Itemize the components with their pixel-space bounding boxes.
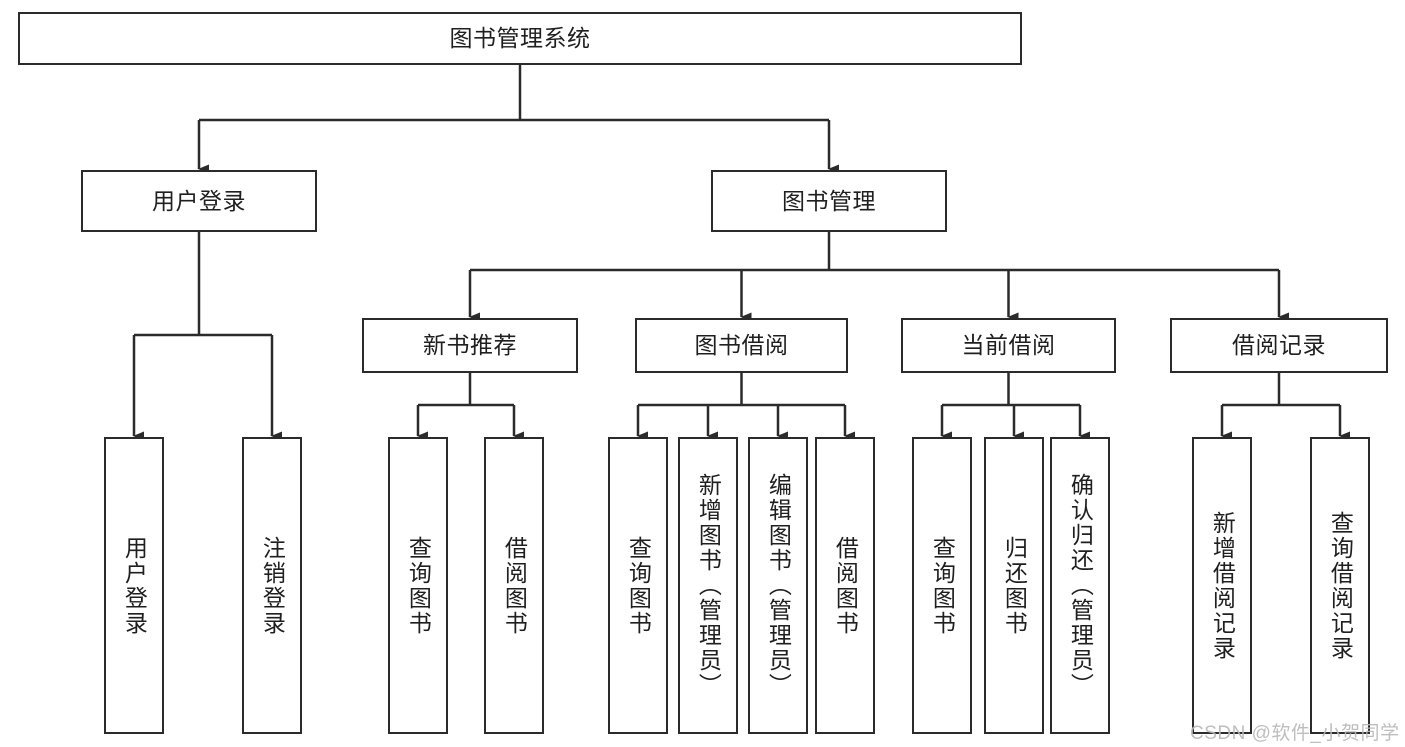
- node-label: 当前借阅: [961, 332, 1056, 359]
- node-l-cur-1[interactable]: 查询图书: [912, 437, 972, 734]
- node-label: 用户登录: [121, 535, 148, 636]
- node-l-bor-4[interactable]: 借阅图书: [815, 437, 875, 734]
- node-l-new-2[interactable]: 借阅图书: [484, 437, 544, 734]
- node-label: 借阅记录: [1232, 332, 1326, 359]
- node-label: 新增借阅记录: [1209, 510, 1236, 661]
- csdn-watermark: CSDN @软件_小贺同学: [1190, 723, 1400, 744]
- node-l-bor-3[interactable]: 编辑图书（管理员）: [748, 437, 808, 734]
- node-l-rec-1[interactable]: 新增借阅记录: [1192, 437, 1252, 734]
- node-label: 借阅图书: [501, 535, 528, 636]
- node-borrow[interactable]: 图书借阅: [635, 318, 848, 373]
- node-l-new-1[interactable]: 查询图书: [388, 437, 448, 734]
- node-label: 图书管理: [782, 187, 876, 214]
- node-l-cur-2[interactable]: 归还图书: [984, 437, 1044, 734]
- node-label: 确认归还（管理员）: [1067, 473, 1094, 698]
- node-bookmgmt[interactable]: 图书管理: [711, 170, 947, 232]
- node-label: 新书推荐: [423, 332, 517, 359]
- node-label: 用户登录: [152, 187, 246, 214]
- node-root[interactable]: 图书管理系统: [18, 12, 1022, 65]
- node-label: 新增图书（管理员）: [695, 473, 722, 698]
- node-label: 查询图书: [929, 535, 956, 636]
- node-label: 查询图书: [625, 535, 652, 636]
- node-newbook[interactable]: 新书推荐: [362, 318, 578, 373]
- node-l-cur-3[interactable]: 确认归还（管理员）: [1050, 437, 1110, 734]
- node-label: 图书管理系统: [449, 25, 591, 52]
- node-records[interactable]: 借阅记录: [1170, 318, 1388, 373]
- node-label: 借阅图书: [832, 535, 859, 636]
- node-l-login-2[interactable]: 注销登录: [242, 437, 302, 734]
- node-l-bor-1[interactable]: 查询图书: [608, 437, 668, 734]
- node-label: 图书借阅: [694, 332, 789, 359]
- node-current[interactable]: 当前借阅: [901, 318, 1116, 373]
- node-label: 编辑图书（管理员）: [765, 473, 792, 698]
- node-label: 注销登录: [259, 535, 286, 636]
- node-l-login-1[interactable]: 用户登录: [104, 437, 164, 734]
- node-label: 查询图书: [405, 535, 432, 636]
- node-l-bor-2[interactable]: 新增图书（管理员）: [678, 437, 738, 734]
- node-login[interactable]: 用户登录: [81, 170, 317, 232]
- node-label: 查询借阅记录: [1327, 510, 1354, 661]
- node-label: 归还图书: [1001, 535, 1028, 636]
- node-l-rec-2[interactable]: 查询借阅记录: [1310, 437, 1370, 734]
